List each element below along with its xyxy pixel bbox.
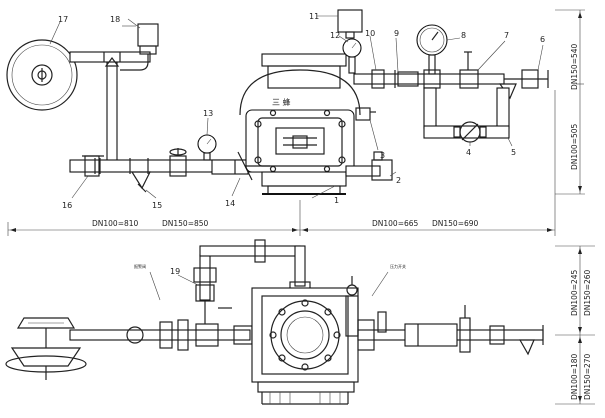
valve-body-marking: 三 蜂 [272, 97, 291, 107]
retard-chamber [137, 23, 159, 47]
plan-view [5, 239, 595, 405]
label-pressure-switch-small: 压力开关 [390, 263, 406, 269]
part-number-17: 17 [58, 15, 68, 24]
gong-top-pipe [69, 51, 151, 63]
valve-body-plan [251, 287, 359, 405]
part-number-18: 18 [110, 15, 120, 24]
dim-dn100-810: DN100=810 [92, 219, 139, 228]
dim-dn100-505: DN100=505 [570, 123, 579, 170]
alarm-valve-body: 三 蜂 [239, 53, 361, 195]
part-number-15: 15 [152, 201, 162, 210]
dim-dn100-245: DN100=245 [570, 269, 579, 316]
part-number-7: 7 [504, 31, 509, 40]
part-number-3: 3 [380, 151, 385, 160]
part-number-6: 6 [540, 35, 545, 44]
part-number-16: 16 [62, 201, 72, 210]
part-number-19: 19 [170, 267, 180, 276]
part-number-5: 5 [511, 148, 516, 157]
part-number-12: 12 [330, 31, 340, 40]
part-number-4: 4 [466, 148, 471, 157]
alarm-line-pipe [353, 73, 505, 85]
part-number-2: 2 [396, 176, 401, 185]
part-number-1: 1 [334, 196, 339, 205]
dim-dn150-540: DN150=540 [570, 43, 579, 90]
pressure-switch [337, 9, 363, 33]
dim-dn100-665: DN100=665 [372, 219, 419, 228]
dim-dn100-180: DN100=180 [570, 353, 579, 400]
gong-plan [10, 347, 82, 367]
part-number-13: 13 [203, 109, 213, 118]
dim-dn150-260: DN150=260 [583, 269, 592, 316]
part-number-11: 11 [309, 12, 319, 21]
part-number-10: 10 [365, 29, 375, 38]
part-number-8: 8 [461, 31, 466, 40]
part-number-9: 9 [394, 29, 399, 38]
water-motor-gong [6, 39, 100, 111]
part-number-14: 14 [225, 199, 235, 208]
dim-dn150-270: DN150=270 [583, 353, 592, 400]
gong-feed-pipe [106, 57, 118, 169]
dim-dn150-690: DN150=690 [432, 219, 479, 228]
label-alarm-valve-small: 报警阀 [134, 263, 146, 269]
dim-dn150-850: DN150=850 [162, 219, 209, 228]
front-elevation-view: 三 蜂 [6, 9, 585, 236]
